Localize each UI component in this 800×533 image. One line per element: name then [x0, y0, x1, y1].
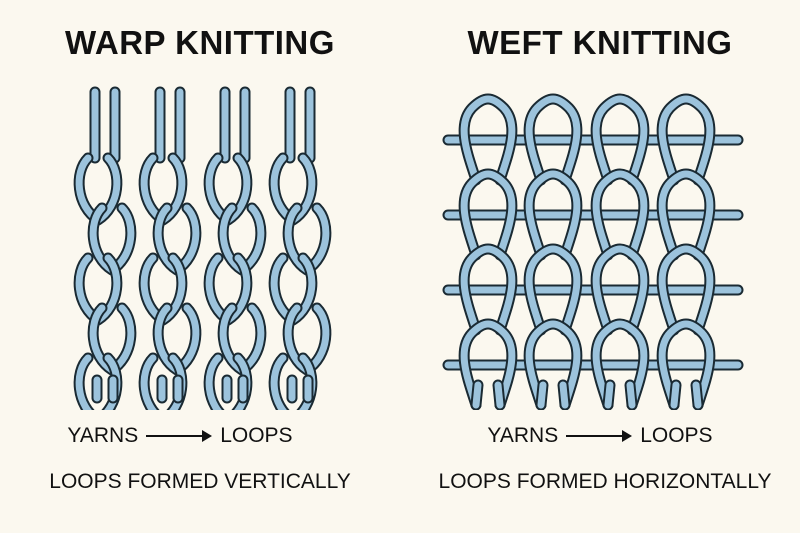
warp-title: WARP KNITTING — [65, 24, 335, 61]
weft-loop — [590, 318, 650, 410]
warp-knitting-illustration — [73, 86, 332, 410]
weft-title: WEFT KNITTING — [467, 24, 733, 61]
weft-loop — [590, 93, 650, 186]
weft-tail-yarn — [668, 379, 682, 410]
weft-loop — [458, 243, 518, 336]
weft-tail-yarn — [690, 379, 704, 410]
warp-chains — [73, 86, 332, 410]
weft-tail-yarn — [535, 379, 549, 410]
weft-loop — [458, 168, 518, 261]
weft-fabric — [442, 93, 744, 410]
weft-tail-yarn — [624, 379, 638, 410]
weft-loop — [458, 93, 518, 186]
weft-loop — [656, 168, 716, 261]
warp-flow: YARNS LOOPS — [0, 424, 400, 448]
weft-yarns-label: YARNS — [487, 424, 559, 447]
weft-loop — [590, 168, 650, 261]
warp-loop — [138, 352, 188, 410]
weft-caption: LOOPS FORMED HORIZONTALLY — [438, 470, 772, 493]
weft-knitting-illustration — [442, 93, 744, 410]
weft-knitting-panel: WEFT KNITTING YARNS LOOPS LOOPS FORMED H… — [400, 0, 800, 533]
warp-loop — [203, 352, 253, 410]
weft-tail-yarn — [557, 379, 571, 410]
right-arrow-icon — [566, 430, 633, 442]
weft-loop — [523, 93, 583, 186]
weft-loop — [458, 318, 518, 410]
weft-loops-label: LOOPS — [640, 424, 713, 447]
weft-tail-yarn — [492, 379, 506, 410]
warp-loops-label: LOOPS — [220, 424, 293, 447]
warp-caption: LOOPS FORMED VERTICALLY — [49, 470, 351, 493]
weft-loop — [523, 243, 583, 336]
weft-loop — [656, 243, 716, 336]
warp-loop — [73, 352, 123, 410]
weft-flow: YARNS LOOPS — [400, 424, 800, 448]
warp-knitting-panel: WARP KNITTING YARNS LOOPS LOOPS FORMED V… — [0, 24, 400, 493]
weft-loop — [656, 93, 716, 186]
weft-loop — [523, 318, 583, 410]
weft-loop — [523, 168, 583, 261]
weft-tail-yarn — [602, 379, 616, 410]
weft-tail-yarn — [470, 379, 484, 410]
warp-loop — [268, 352, 318, 410]
right-arrow-icon — [146, 430, 213, 442]
weft-loop — [656, 318, 716, 410]
warp-yarns-label: YARNS — [67, 424, 139, 447]
weft-loop — [590, 243, 650, 336]
